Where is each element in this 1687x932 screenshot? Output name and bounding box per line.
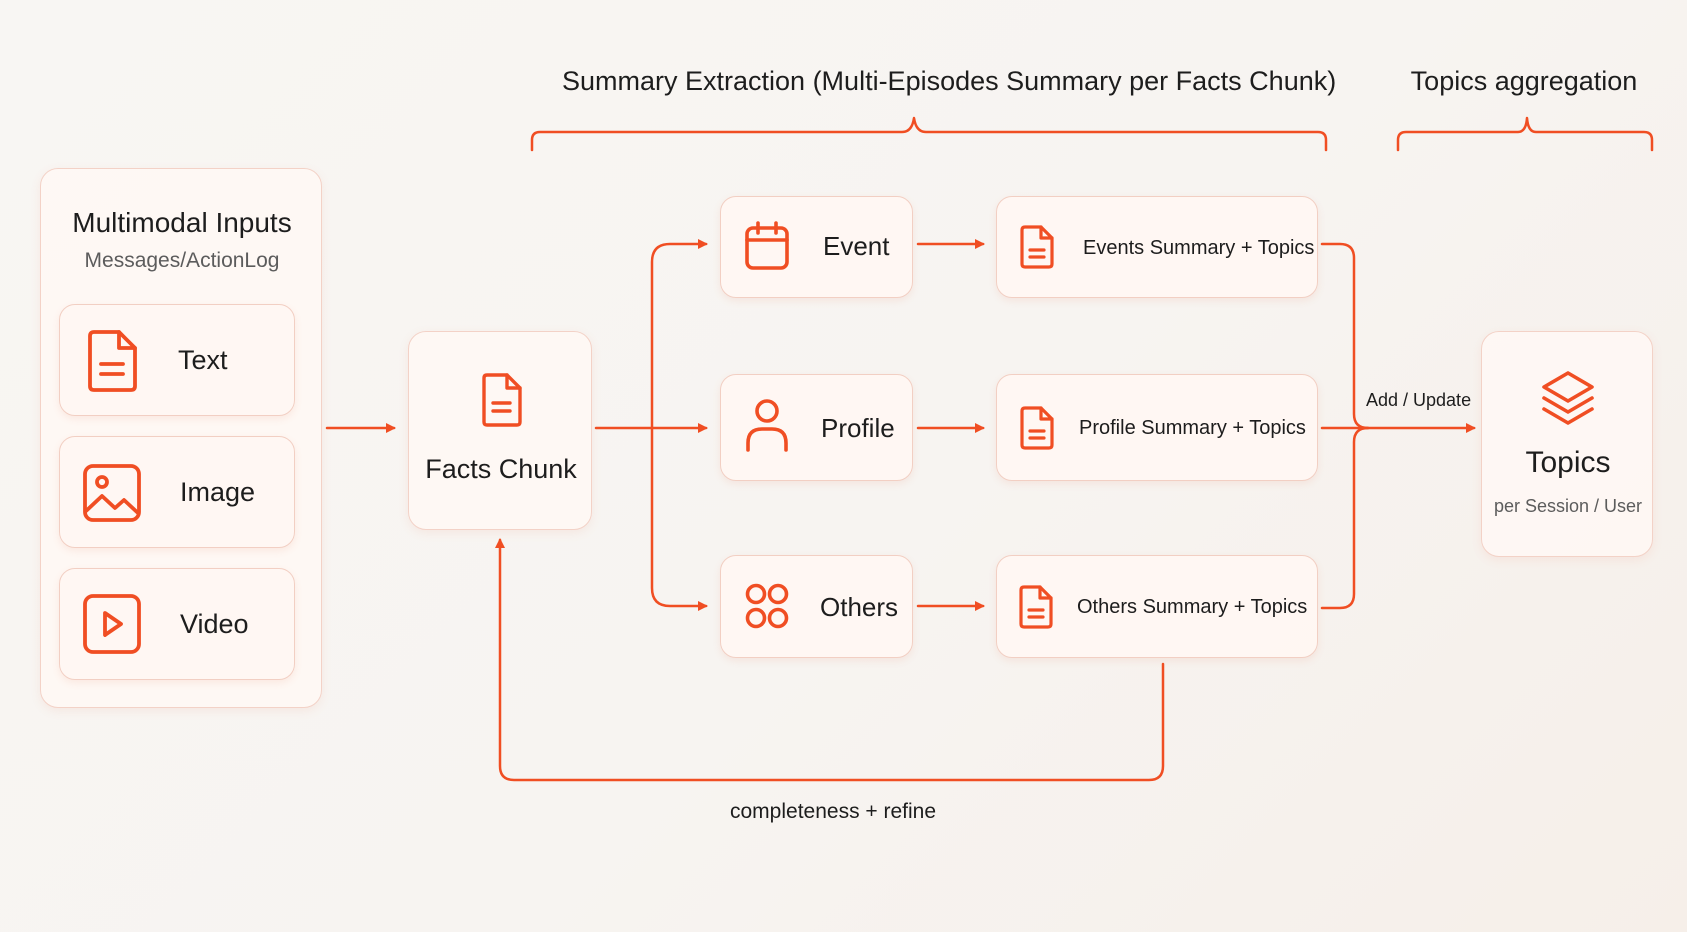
input-item-image[interactable]: Image <box>59 436 295 548</box>
facts-chunk-node[interactable]: Facts Chunk <box>408 331 592 530</box>
summary-document-icon <box>1019 585 1053 629</box>
summary-profile-node[interactable]: Profile Summary + Topics <box>996 374 1318 481</box>
summary-events-node[interactable]: Events Summary + Topics <box>996 196 1318 298</box>
feedback-loop-label: completeness + refine <box>730 800 937 823</box>
summary-extraction-header: Summary Extraction (Multi-Episodes Summa… <box>562 66 1337 96</box>
input-item-video-label: Video <box>180 609 249 639</box>
input-item-text-label: Text <box>178 345 228 375</box>
facts-chunk-label: Facts Chunk <box>425 454 577 484</box>
input-item-image-label: Image <box>180 477 256 507</box>
summary-extraction-brace <box>530 116 1328 152</box>
input-item-video[interactable]: Video <box>59 568 295 680</box>
arrow-facts-to-event <box>650 239 708 430</box>
person-icon <box>746 399 788 452</box>
summary-document-icon <box>1020 406 1054 450</box>
topics-subtitle: per Session / User <box>1493 496 1643 516</box>
category-profile-node[interactable]: Profile <box>720 374 913 481</box>
document-icon <box>482 373 522 427</box>
four-circles-icon <box>745 583 789 629</box>
arrow-facts-to-others <box>650 426 708 611</box>
add-update-label: Add / Update <box>1366 390 1472 410</box>
category-others-label: Others <box>820 592 899 622</box>
video-play-icon <box>83 594 141 654</box>
category-event-node[interactable]: Event <box>720 196 913 298</box>
input-item-text[interactable]: Text <box>59 304 295 416</box>
calendar-icon <box>745 221 789 270</box>
merge-others-summary <box>1320 426 1370 610</box>
multimodal-inputs-subtitle: Messages/ActionLog <box>84 249 280 272</box>
topics-label: Topics <box>1525 446 1611 479</box>
summary-document-icon <box>1020 225 1054 269</box>
category-profile-label: Profile <box>821 413 895 443</box>
summary-events-label: Events Summary + Topics <box>1083 237 1315 259</box>
topics-aggregation-brace <box>1396 116 1654 152</box>
text-document-icon <box>88 330 137 392</box>
category-others-node[interactable]: Others <box>720 555 913 658</box>
summary-others-label: Others Summary + Topics <box>1077 596 1308 618</box>
summary-others-node[interactable]: Others Summary + Topics <box>996 555 1318 658</box>
image-icon <box>83 464 141 522</box>
category-event-label: Event <box>823 231 890 261</box>
topics-aggregation-header: Topics aggregation <box>1410 66 1638 96</box>
summary-profile-label: Profile Summary + Topics <box>1079 417 1306 439</box>
topics-node[interactable]: Topics per Session / User <box>1481 331 1653 557</box>
multimodal-inputs-panel: Multimodal Inputs Messages/ActionLog Tex… <box>40 168 322 708</box>
layers-icon <box>1542 371 1594 425</box>
multimodal-inputs-title: Multimodal Inputs <box>72 207 292 238</box>
merge-events-summary <box>1320 242 1370 430</box>
